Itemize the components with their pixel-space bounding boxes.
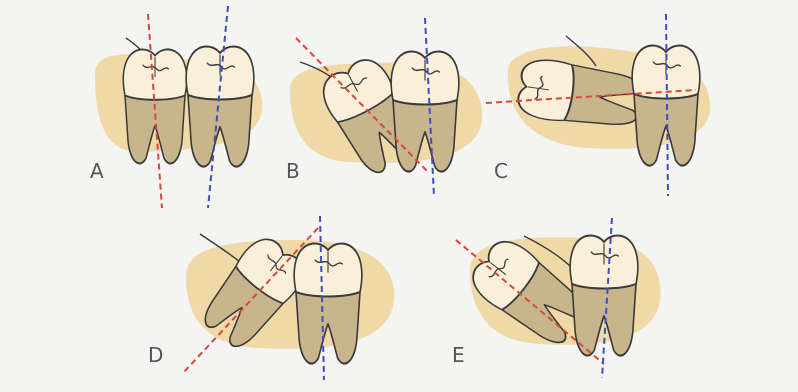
label-e: E bbox=[452, 343, 465, 367]
second-molar-a bbox=[186, 46, 254, 166]
label-d: D bbox=[148, 343, 163, 367]
second-molar-c bbox=[632, 45, 700, 165]
label-c: C bbox=[494, 159, 508, 183]
panel-e: E bbox=[452, 218, 660, 378]
panel-b: B bbox=[286, 18, 482, 196]
panel-d: D bbox=[148, 216, 394, 380]
label-b: B bbox=[286, 159, 300, 183]
second-molar-axis-c bbox=[666, 14, 668, 196]
panel-c: C bbox=[486, 14, 710, 196]
panel-a: A bbox=[90, 6, 262, 208]
label-a: A bbox=[90, 159, 104, 183]
